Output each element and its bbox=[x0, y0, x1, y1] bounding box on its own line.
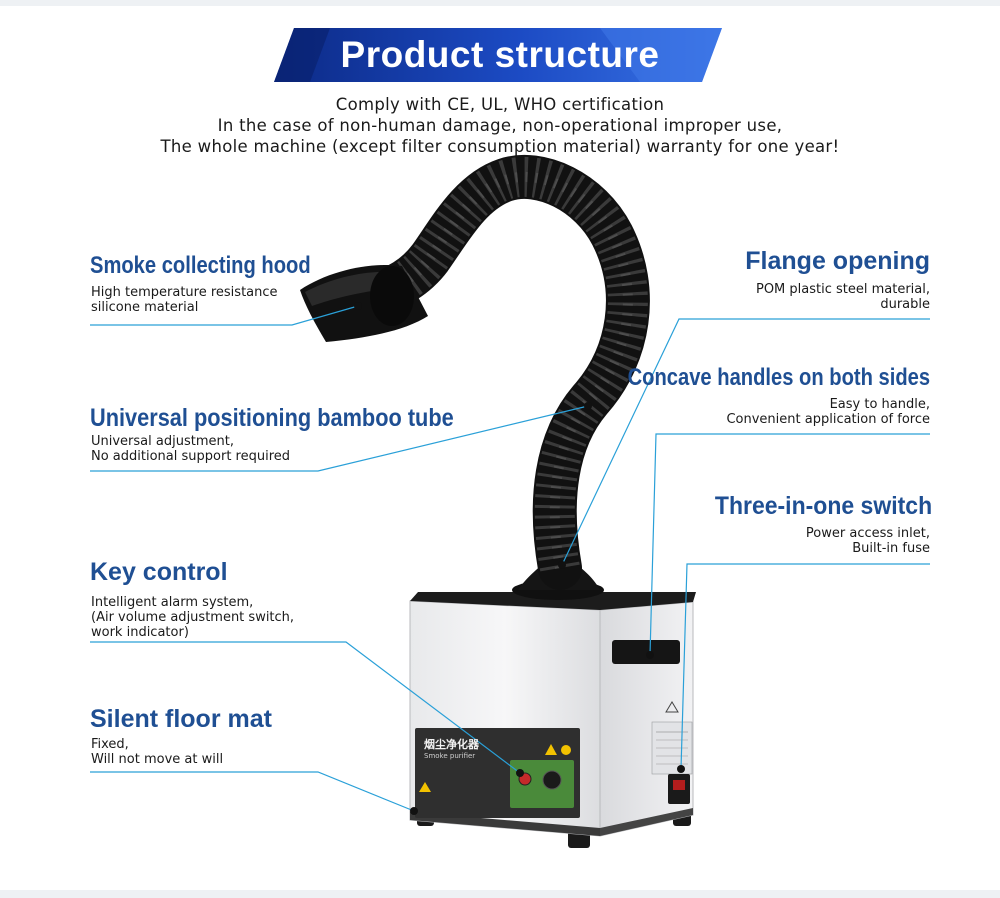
feature-desc-switch: Power access inlet, Built-in fuse bbox=[805, 526, 930, 556]
feature-desc-handles: Easy to handle, Convenient application o… bbox=[726, 397, 930, 427]
feature-title-switch: Three-in-one switch bbox=[714, 492, 932, 520]
callout-line-hood bbox=[90, 305, 359, 326]
feature-desc-floor-mat: Fixed, Will not move at will bbox=[91, 737, 224, 767]
bamboo-tube bbox=[358, 154, 650, 590]
feature-title-handles: Concave handles on both sides bbox=[627, 364, 930, 391]
feature-desc-bamboo-tube: Universal adjustment, No additional supp… bbox=[91, 434, 291, 464]
feature-desc-key-control: Intelligent alarm system, (Air volume ad… bbox=[91, 595, 295, 640]
callout-line-tube bbox=[90, 405, 589, 472]
title-banner bbox=[274, 28, 722, 82]
feature-desc-flange: POM plastic steel material, durable bbox=[755, 282, 930, 312]
certification-line-3: The whole machine (except filter consump… bbox=[160, 137, 840, 156]
feature-title-flange: Flange opening bbox=[745, 247, 930, 275]
device-label-cn: 烟尘净化器 bbox=[424, 738, 479, 751]
feature-desc-smoke-hood: High temperature resistance silicone mat… bbox=[91, 285, 278, 315]
smoke-hood bbox=[300, 265, 428, 342]
device-label-en: Smoke purifier bbox=[424, 752, 476, 760]
certification-line-1: Comply with CE, UL, WHO certification bbox=[335, 95, 665, 114]
feature-title-bamboo-tube: Universal positioning bamboo tube bbox=[90, 404, 454, 432]
feature-title-key-control: Key control bbox=[90, 558, 228, 586]
callout-line-switch bbox=[680, 563, 930, 770]
bottom-edge bbox=[0, 890, 1000, 898]
feature-title-floor-mat: Silent floor mat bbox=[90, 705, 272, 733]
page-title: Product structure bbox=[340, 34, 660, 75]
feature-title-smoke-hood: Smoke collecting hood bbox=[90, 252, 311, 279]
top-edge bbox=[0, 0, 1000, 6]
callout-line-mat bbox=[90, 771, 415, 812]
certification-line-2: In the case of non-human damage, non-ope… bbox=[217, 116, 783, 135]
callout-line-flange bbox=[561, 318, 930, 566]
callout-line-handles bbox=[649, 433, 930, 656]
purifier-box bbox=[409, 560, 696, 837]
callout-line-key bbox=[90, 641, 521, 774]
